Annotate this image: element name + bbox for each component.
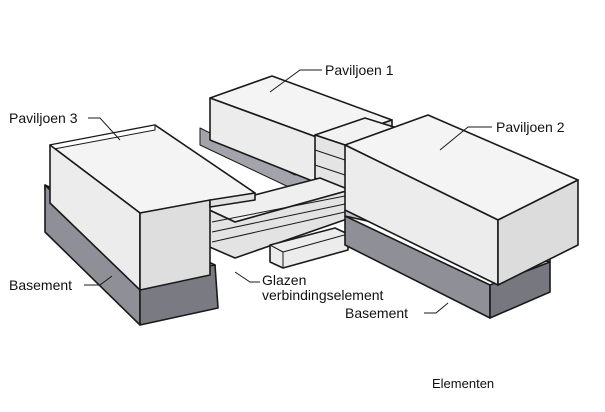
leader-paviljoen-2: [439, 126, 492, 151]
pavilion-2: [344, 114, 579, 319]
leader-paviljoen-1: [269, 69, 322, 93]
label-paviljoen-2: Paviljoen 2: [496, 119, 565, 135]
label-basement-right: Basement: [345, 305, 408, 321]
leader-paviljoen-3: [88, 117, 121, 141]
leader-glass-connector: [234, 271, 260, 283]
pavilion-3-canopy: [209, 192, 256, 208]
label-paviljoen-3: Paviljoen 3: [9, 110, 78, 126]
leader-lines: [84, 69, 492, 314]
caption: Elementen: [432, 376, 494, 391]
label-basement-left: Basement: [9, 277, 72, 293]
leader-basement-right: [424, 302, 449, 314]
label-glass-line-2: verbindingselement: [262, 287, 384, 303]
connector-low-box: [269, 227, 349, 269]
leader-basement-left: [84, 275, 113, 286]
pavilion-3: [44, 124, 256, 326]
label-paviljoen-1: Paviljoen 1: [325, 62, 394, 78]
pavilion-2-right-wall: [497, 179, 579, 286]
pavilion-3-right-wall: [139, 199, 211, 291]
label-glass-line-1: Glazen: [262, 272, 306, 288]
